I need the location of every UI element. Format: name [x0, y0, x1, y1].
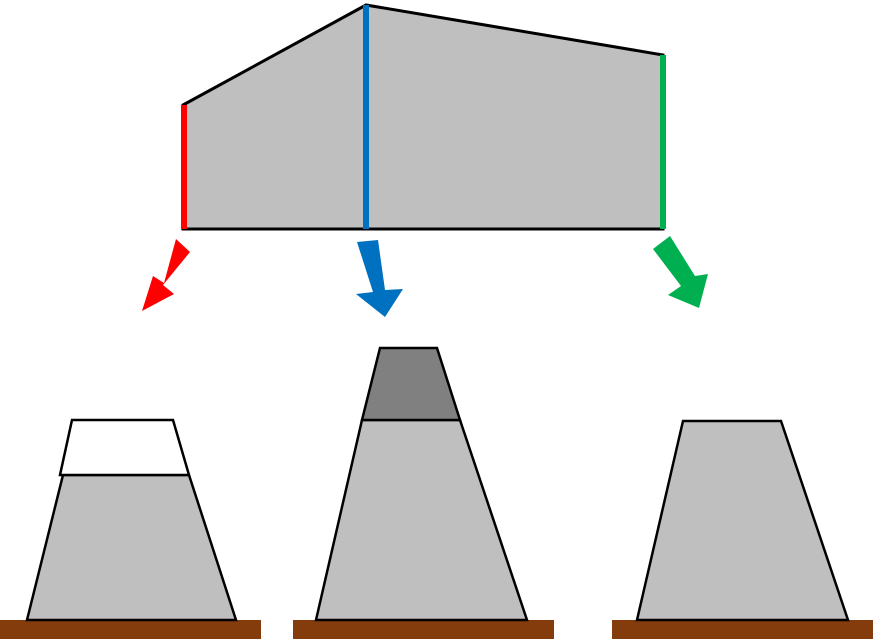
arrow-middle-icon	[356, 240, 403, 317]
profile-shape	[181, 3, 665, 231]
cross-section-middle	[293, 346, 554, 639]
cross-section-right	[612, 419, 873, 639]
cross-section-left-top	[58, 418, 191, 477]
ground-left	[0, 620, 261, 639]
cross-section-left-body	[25, 473, 238, 622]
arrow-right-icon	[653, 236, 708, 308]
cross-section-middle-top	[360, 346, 462, 422]
section-arrows	[142, 236, 708, 317]
arrow-left-icon	[142, 239, 190, 311]
cross-section-left	[0, 418, 261, 639]
cross-section-right-body	[635, 419, 850, 622]
ground-right	[612, 620, 873, 639]
cross-section-middle-body	[314, 418, 529, 622]
profile-view	[181, 3, 666, 231]
ground-middle	[293, 620, 554, 639]
